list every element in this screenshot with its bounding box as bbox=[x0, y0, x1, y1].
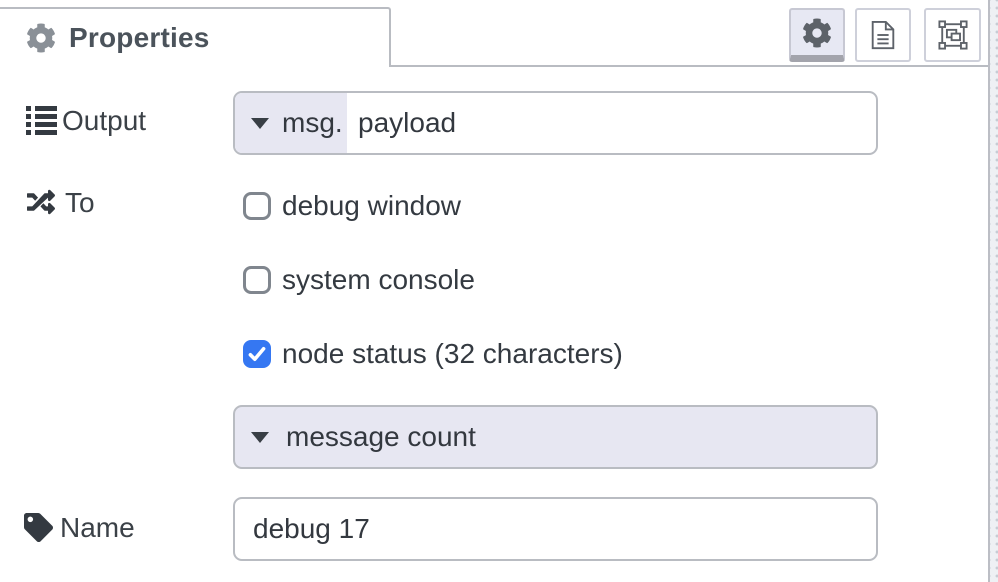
properties-tab-button[interactable] bbox=[789, 8, 845, 62]
shuffle-icon bbox=[27, 189, 56, 215]
status-type-selected-value: message count bbox=[286, 421, 476, 452]
gear-icon bbox=[27, 23, 55, 53]
appearance-icon bbox=[937, 20, 968, 50]
tag-icon bbox=[24, 513, 53, 542]
panel-right-border bbox=[988, 0, 990, 582]
system-console-option: system console bbox=[243, 263, 475, 297]
appearance-tab-button[interactable] bbox=[924, 8, 981, 62]
output-label: Output bbox=[62, 105, 147, 136]
tab-bar-divider bbox=[391, 65, 989, 67]
debug-window-checkbox-label[interactable]: debug window bbox=[282, 190, 462, 221]
chevron-down-icon bbox=[251, 431, 269, 443]
list-icon bbox=[26, 106, 57, 135]
name-label: Name bbox=[60, 512, 135, 543]
debug-window-checkbox[interactable] bbox=[243, 192, 271, 220]
chevron-down-icon bbox=[251, 117, 269, 129]
output-type-dropdown-button[interactable]: msg. bbox=[235, 93, 347, 153]
node-status-checkbox-label[interactable]: node status (32 characters) bbox=[282, 338, 623, 369]
system-console-checkbox[interactable] bbox=[243, 266, 271, 294]
tab-properties[interactable]: Properties bbox=[0, 7, 391, 67]
tab-title: Properties bbox=[69, 22, 210, 53]
output-property-input[interactable] bbox=[347, 93, 876, 153]
system-console-checkbox-label[interactable]: system console bbox=[282, 264, 475, 295]
check-icon bbox=[248, 346, 266, 362]
output-typed-input: msg. bbox=[233, 91, 878, 155]
status-type-dropdown[interactable]: message count bbox=[233, 405, 878, 469]
workspace-grid-strip bbox=[990, 0, 998, 582]
document-icon bbox=[871, 20, 895, 50]
description-tab-button[interactable] bbox=[855, 8, 911, 62]
gear-icon bbox=[803, 17, 831, 48]
name-input[interactable] bbox=[233, 497, 878, 561]
to-label: To bbox=[65, 187, 95, 218]
output-type-label: msg. bbox=[282, 107, 343, 138]
node-status-option: node status (32 characters) bbox=[243, 337, 623, 371]
debug-window-option: debug window bbox=[243, 189, 461, 223]
node-status-checkbox[interactable] bbox=[243, 340, 271, 368]
